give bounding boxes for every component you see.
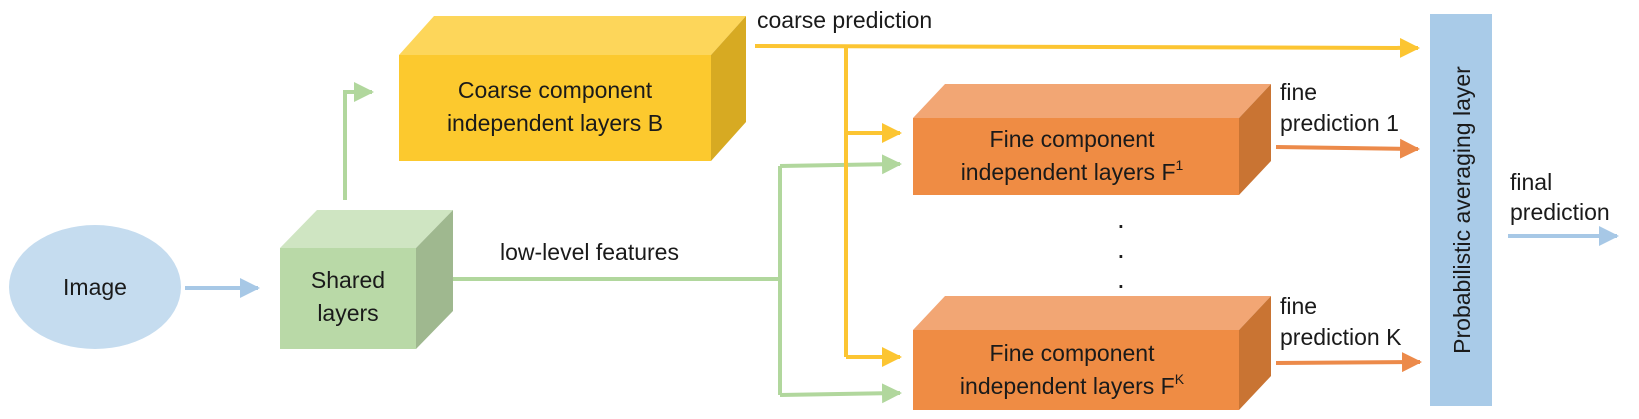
arrow-fine-prediction-1 <box>1275 138 1420 159</box>
image-node: Image <box>9 225 181 349</box>
coarse-label-line2: independent layers B <box>447 110 663 136</box>
fine-layers-box-1: Fine component independent layers F1 <box>913 84 1271 195</box>
fine1-superscript: 1 <box>1176 157 1184 173</box>
fineK-label-line2: independent layers FK <box>960 371 1185 399</box>
arrow-features-to-fine1 <box>779 154 902 175</box>
shared-label-line2: layers <box>317 300 378 326</box>
final-prediction-line1: final <box>1510 169 1552 195</box>
coarse-layers-box: Coarse component independent layers B <box>399 16 746 161</box>
averaging-layer-box: Probabilistic averaging layer <box>1430 14 1492 406</box>
fine-layers-box-K: Fine component independent layers FK <box>913 296 1271 410</box>
fine-prediction-1-line1: fine <box>1280 79 1317 105</box>
fineK-superscript: K <box>1175 371 1185 387</box>
arrow-coarse-prediction <box>754 37 1420 58</box>
fineK-label-line1: Fine component <box>990 340 1156 366</box>
shared-layers-box: Shared layers <box>280 210 453 349</box>
fine-prediction-1-line2: prediction 1 <box>1280 110 1399 136</box>
image-label: Image <box>63 274 127 300</box>
low-level-features-label: low-level features <box>500 239 679 265</box>
arrow-features-to-fineK <box>779 383 902 404</box>
edge-labels: coarse prediction low-level features fin… <box>500 7 1610 350</box>
shared-label-line1: Shared <box>311 267 385 293</box>
final-prediction-line2: prediction <box>1510 199 1610 225</box>
fine-prediction-K-line1: fine <box>1280 293 1317 319</box>
fine1-label-line2: independent layers F1 <box>961 157 1184 185</box>
fine1-label-line1: Fine component <box>990 126 1156 152</box>
arrow-shared-to-coarse <box>343 82 374 200</box>
connectors <box>185 37 1619 404</box>
ellipsis-dot-2: . <box>1117 233 1125 264</box>
fine-prediction-K-line2: prediction K <box>1280 324 1402 350</box>
ellipsis: . . . <box>1117 203 1125 294</box>
coarse-prediction-label: coarse prediction <box>757 7 932 33</box>
averaging-label: Probabilistic averaging layer <box>1449 66 1475 354</box>
coarse-label-line1: Coarse component <box>458 77 653 103</box>
ellipsis-dot-1: . <box>1117 203 1125 234</box>
ellipsis-dot-3: . <box>1117 263 1125 294</box>
arrow-fine-prediction-K <box>1275 352 1422 373</box>
